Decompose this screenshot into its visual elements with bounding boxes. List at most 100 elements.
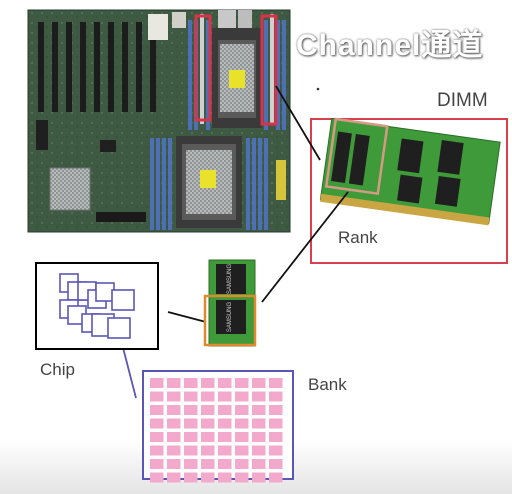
motherboard bbox=[27, 9, 291, 233]
upper-right-dimm-slots bbox=[264, 14, 286, 130]
dimm-label: DIMM bbox=[437, 90, 488, 111]
bank-cell bbox=[252, 405, 266, 415]
io-connector bbox=[148, 14, 168, 40]
bank-cell bbox=[269, 445, 283, 456]
bank-cell bbox=[167, 445, 181, 456]
io-connector bbox=[238, 10, 252, 28]
bank-cell bbox=[150, 378, 164, 388]
bank-cell bbox=[167, 391, 181, 402]
bank-cell bbox=[201, 378, 215, 388]
bank-cell bbox=[201, 405, 215, 415]
bank-cell bbox=[252, 459, 266, 469]
board-component bbox=[276, 160, 286, 200]
bank-cell bbox=[252, 445, 266, 456]
bank-cell bbox=[218, 418, 232, 429]
bank-cell bbox=[167, 378, 181, 388]
bank-cell bbox=[269, 391, 283, 402]
bank-cell bbox=[184, 418, 198, 429]
rank-module-chip-text: SAMSUNG bbox=[227, 302, 233, 333]
dimm-module bbox=[310, 117, 508, 264]
bank-cell bbox=[201, 445, 215, 456]
bank-cell bbox=[218, 378, 232, 388]
bank-cell bbox=[218, 432, 232, 442]
bank-cell bbox=[269, 459, 283, 469]
rank-frame bbox=[324, 117, 389, 196]
bank-cell bbox=[167, 418, 181, 429]
bank-cell bbox=[218, 459, 232, 469]
cpu-label-lower bbox=[200, 170, 216, 188]
bank-cell bbox=[235, 391, 249, 402]
cpu-socket-upper bbox=[212, 28, 262, 128]
bank-cell bbox=[201, 432, 215, 442]
board-component bbox=[100, 140, 116, 152]
bank-cell bbox=[167, 432, 181, 442]
chip-banks bbox=[59, 273, 135, 339]
bank-array bbox=[142, 370, 294, 483]
bank-cell bbox=[201, 418, 215, 429]
bank-cell bbox=[235, 405, 249, 415]
bank-cell bbox=[184, 391, 198, 402]
bank-cell bbox=[269, 432, 283, 442]
board-component bbox=[96, 212, 146, 222]
bank-cell bbox=[235, 432, 249, 442]
bank-cell bbox=[184, 459, 198, 469]
io-connector bbox=[218, 10, 236, 30]
rank-chip-frame bbox=[203, 294, 257, 347]
bank-cell bbox=[150, 391, 164, 402]
rank-module-chip bbox=[216, 300, 246, 334]
channel-highlight-left bbox=[194, 14, 212, 122]
board-component bbox=[36, 120, 48, 150]
chip-label: Chip bbox=[40, 360, 75, 379]
channel-highlight-right bbox=[260, 14, 278, 126]
bank-cell bbox=[184, 378, 198, 388]
bank-cell bbox=[235, 445, 249, 456]
bank-cell bbox=[252, 418, 266, 429]
bank-cells bbox=[150, 378, 283, 483]
bank-cell bbox=[235, 378, 249, 388]
bank-cell bbox=[150, 472, 164, 483]
bank-cell bbox=[201, 459, 215, 469]
pcie-slots bbox=[38, 22, 156, 112]
bank-cell bbox=[235, 459, 249, 469]
bank-cell bbox=[235, 472, 249, 483]
bank-label: Bank bbox=[308, 375, 347, 394]
bank-cell bbox=[150, 418, 164, 429]
connector-line-rank-to-module bbox=[261, 191, 349, 303]
rank-module-chip bbox=[216, 264, 246, 294]
bank-cell bbox=[184, 472, 198, 483]
bank-cell bbox=[150, 445, 164, 456]
connector-line-channel-to-dimm bbox=[275, 85, 321, 161]
bank-cell bbox=[252, 391, 266, 402]
bank-cell bbox=[269, 472, 283, 483]
bank-cell bbox=[167, 472, 181, 483]
bank-cell bbox=[167, 459, 181, 469]
bank-cell bbox=[201, 391, 215, 402]
cpu-label-upper bbox=[229, 70, 245, 88]
lower-dimm-slots bbox=[150, 138, 268, 230]
rank-module: SAMSUNG SAMSUNG bbox=[203, 259, 257, 347]
connector-line-module-to-chip bbox=[167, 311, 207, 323]
bank-cell bbox=[218, 405, 232, 415]
bank-cell bbox=[218, 445, 232, 456]
bank-cell bbox=[252, 432, 266, 442]
rank-module-chip-text: SAMSUNG bbox=[227, 264, 233, 295]
bank-cell bbox=[235, 418, 249, 429]
bank-cell bbox=[252, 472, 266, 483]
bank-cell bbox=[218, 391, 232, 402]
dimm-dram-chips bbox=[331, 131, 464, 207]
bank-cell bbox=[218, 472, 232, 483]
bank-cell bbox=[184, 445, 198, 456]
chipset-heatsink bbox=[49, 167, 91, 211]
bank-cell bbox=[167, 405, 181, 415]
stray-dot bbox=[316, 87, 320, 91]
bank-cell bbox=[269, 418, 283, 429]
bank-cell bbox=[150, 405, 164, 415]
bank-cell bbox=[150, 432, 164, 442]
cpu-socket-lower bbox=[176, 136, 242, 228]
chip-box bbox=[35, 262, 159, 350]
bank-cell bbox=[269, 405, 283, 415]
bank-cell bbox=[150, 459, 164, 469]
bank-cell bbox=[184, 432, 198, 442]
